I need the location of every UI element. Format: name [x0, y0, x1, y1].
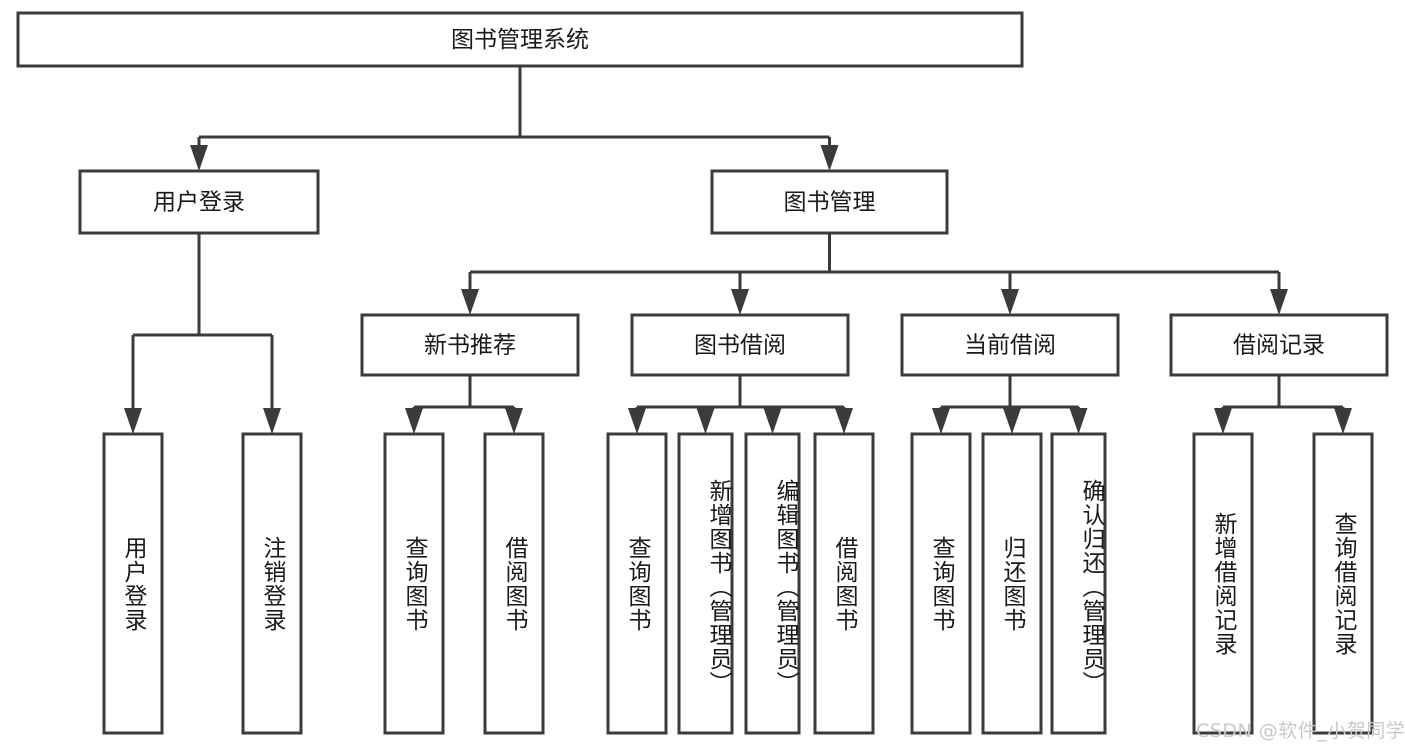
arrow-head-icon: [763, 408, 782, 434]
arrow-head-icon: [1001, 289, 1019, 315]
arrow-head-icon: [1003, 408, 1021, 434]
node-box-borrow-add-book[interactable]: [677, 432, 734, 735]
node-box-current-query-book[interactable]: [910, 432, 972, 735]
arrow-head-icon: [1069, 408, 1088, 434]
node-box-borrow-query-book[interactable]: [606, 432, 668, 735]
arrow-head-icon: [1334, 408, 1352, 434]
node-box-user-logout[interactable]: [241, 432, 303, 735]
arrow-head-icon: [1214, 408, 1232, 434]
node-box-recommend-query-book[interactable]: [383, 432, 445, 735]
node-box-root[interactable]: [16, 11, 1024, 68]
arrow-head-icon: [731, 289, 749, 315]
node-box-book-manage[interactable]: [710, 169, 949, 235]
watermark-csdn: CSDN @软件_小贺同学: [1196, 720, 1405, 742]
node-label-user-login: 用户登录: [153, 190, 245, 216]
arrow-head-icon: [932, 408, 950, 434]
arrow-head-icon: [405, 408, 423, 434]
node-label-current-borrow: 当前借阅: [964, 333, 1056, 359]
node-box-borrow-edit-book[interactable]: [744, 432, 801, 735]
node-label-borrow-record: 借阅记录: [1233, 333, 1325, 359]
node-box-current-confirm-return[interactable]: [1050, 432, 1107, 735]
node-box-record-query[interactable]: [1312, 432, 1374, 735]
arrow-head-icon: [505, 408, 523, 434]
node-box-current-return-book[interactable]: [981, 432, 1043, 735]
arrow-head-icon: [461, 289, 479, 315]
arrow-head-icon: [263, 408, 281, 434]
node-box-current-borrow[interactable]: [900, 313, 1120, 377]
node-box-user-login[interactable]: [78, 169, 320, 235]
arrow-head-icon: [190, 145, 208, 171]
connector-layer: [124, 66, 1352, 434]
node-box-user-login-do[interactable]: [102, 432, 164, 735]
node-box-book-borrow[interactable]: [630, 313, 850, 377]
node-box-borrow-borrow-book[interactable]: [813, 432, 875, 735]
node-label-root: 图书管理系统: [451, 27, 589, 53]
node-box-recommend-borrow-book[interactable]: [483, 432, 545, 735]
node-box-new-book-recommend[interactable]: [360, 313, 580, 377]
node-box-record-add[interactable]: [1192, 432, 1254, 735]
node-label-book-borrow: 图书借阅: [694, 333, 786, 359]
arrow-head-icon: [628, 408, 646, 434]
node-label-book-manage: 图书管理: [784, 190, 876, 216]
box-layer: [16, 11, 1389, 735]
arrow-head-icon: [835, 408, 853, 434]
node-box-borrow-record[interactable]: [1169, 313, 1389, 377]
arrow-head-icon: [696, 408, 715, 434]
arrow-head-icon: [124, 408, 142, 434]
arrow-head-icon: [820, 145, 839, 171]
arrow-head-icon: [1270, 289, 1288, 315]
node-label-new-book-recommend: 新书推荐: [424, 333, 516, 359]
